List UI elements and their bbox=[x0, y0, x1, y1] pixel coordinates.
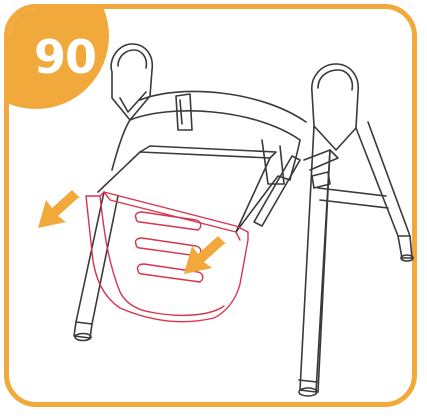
footrest-panel-highlight bbox=[86, 192, 248, 322]
side-arm bbox=[254, 150, 338, 226]
harness-strap-left bbox=[176, 94, 192, 130]
right-front-leg bbox=[299, 126, 330, 396]
arrow-down-left-icon bbox=[38, 190, 80, 228]
arrow-down-left-icon bbox=[184, 236, 226, 274]
right-rear-leg bbox=[356, 122, 413, 261]
left-back-post bbox=[111, 44, 152, 120]
right-back-post bbox=[312, 64, 358, 150]
seat-back bbox=[112, 91, 306, 180]
